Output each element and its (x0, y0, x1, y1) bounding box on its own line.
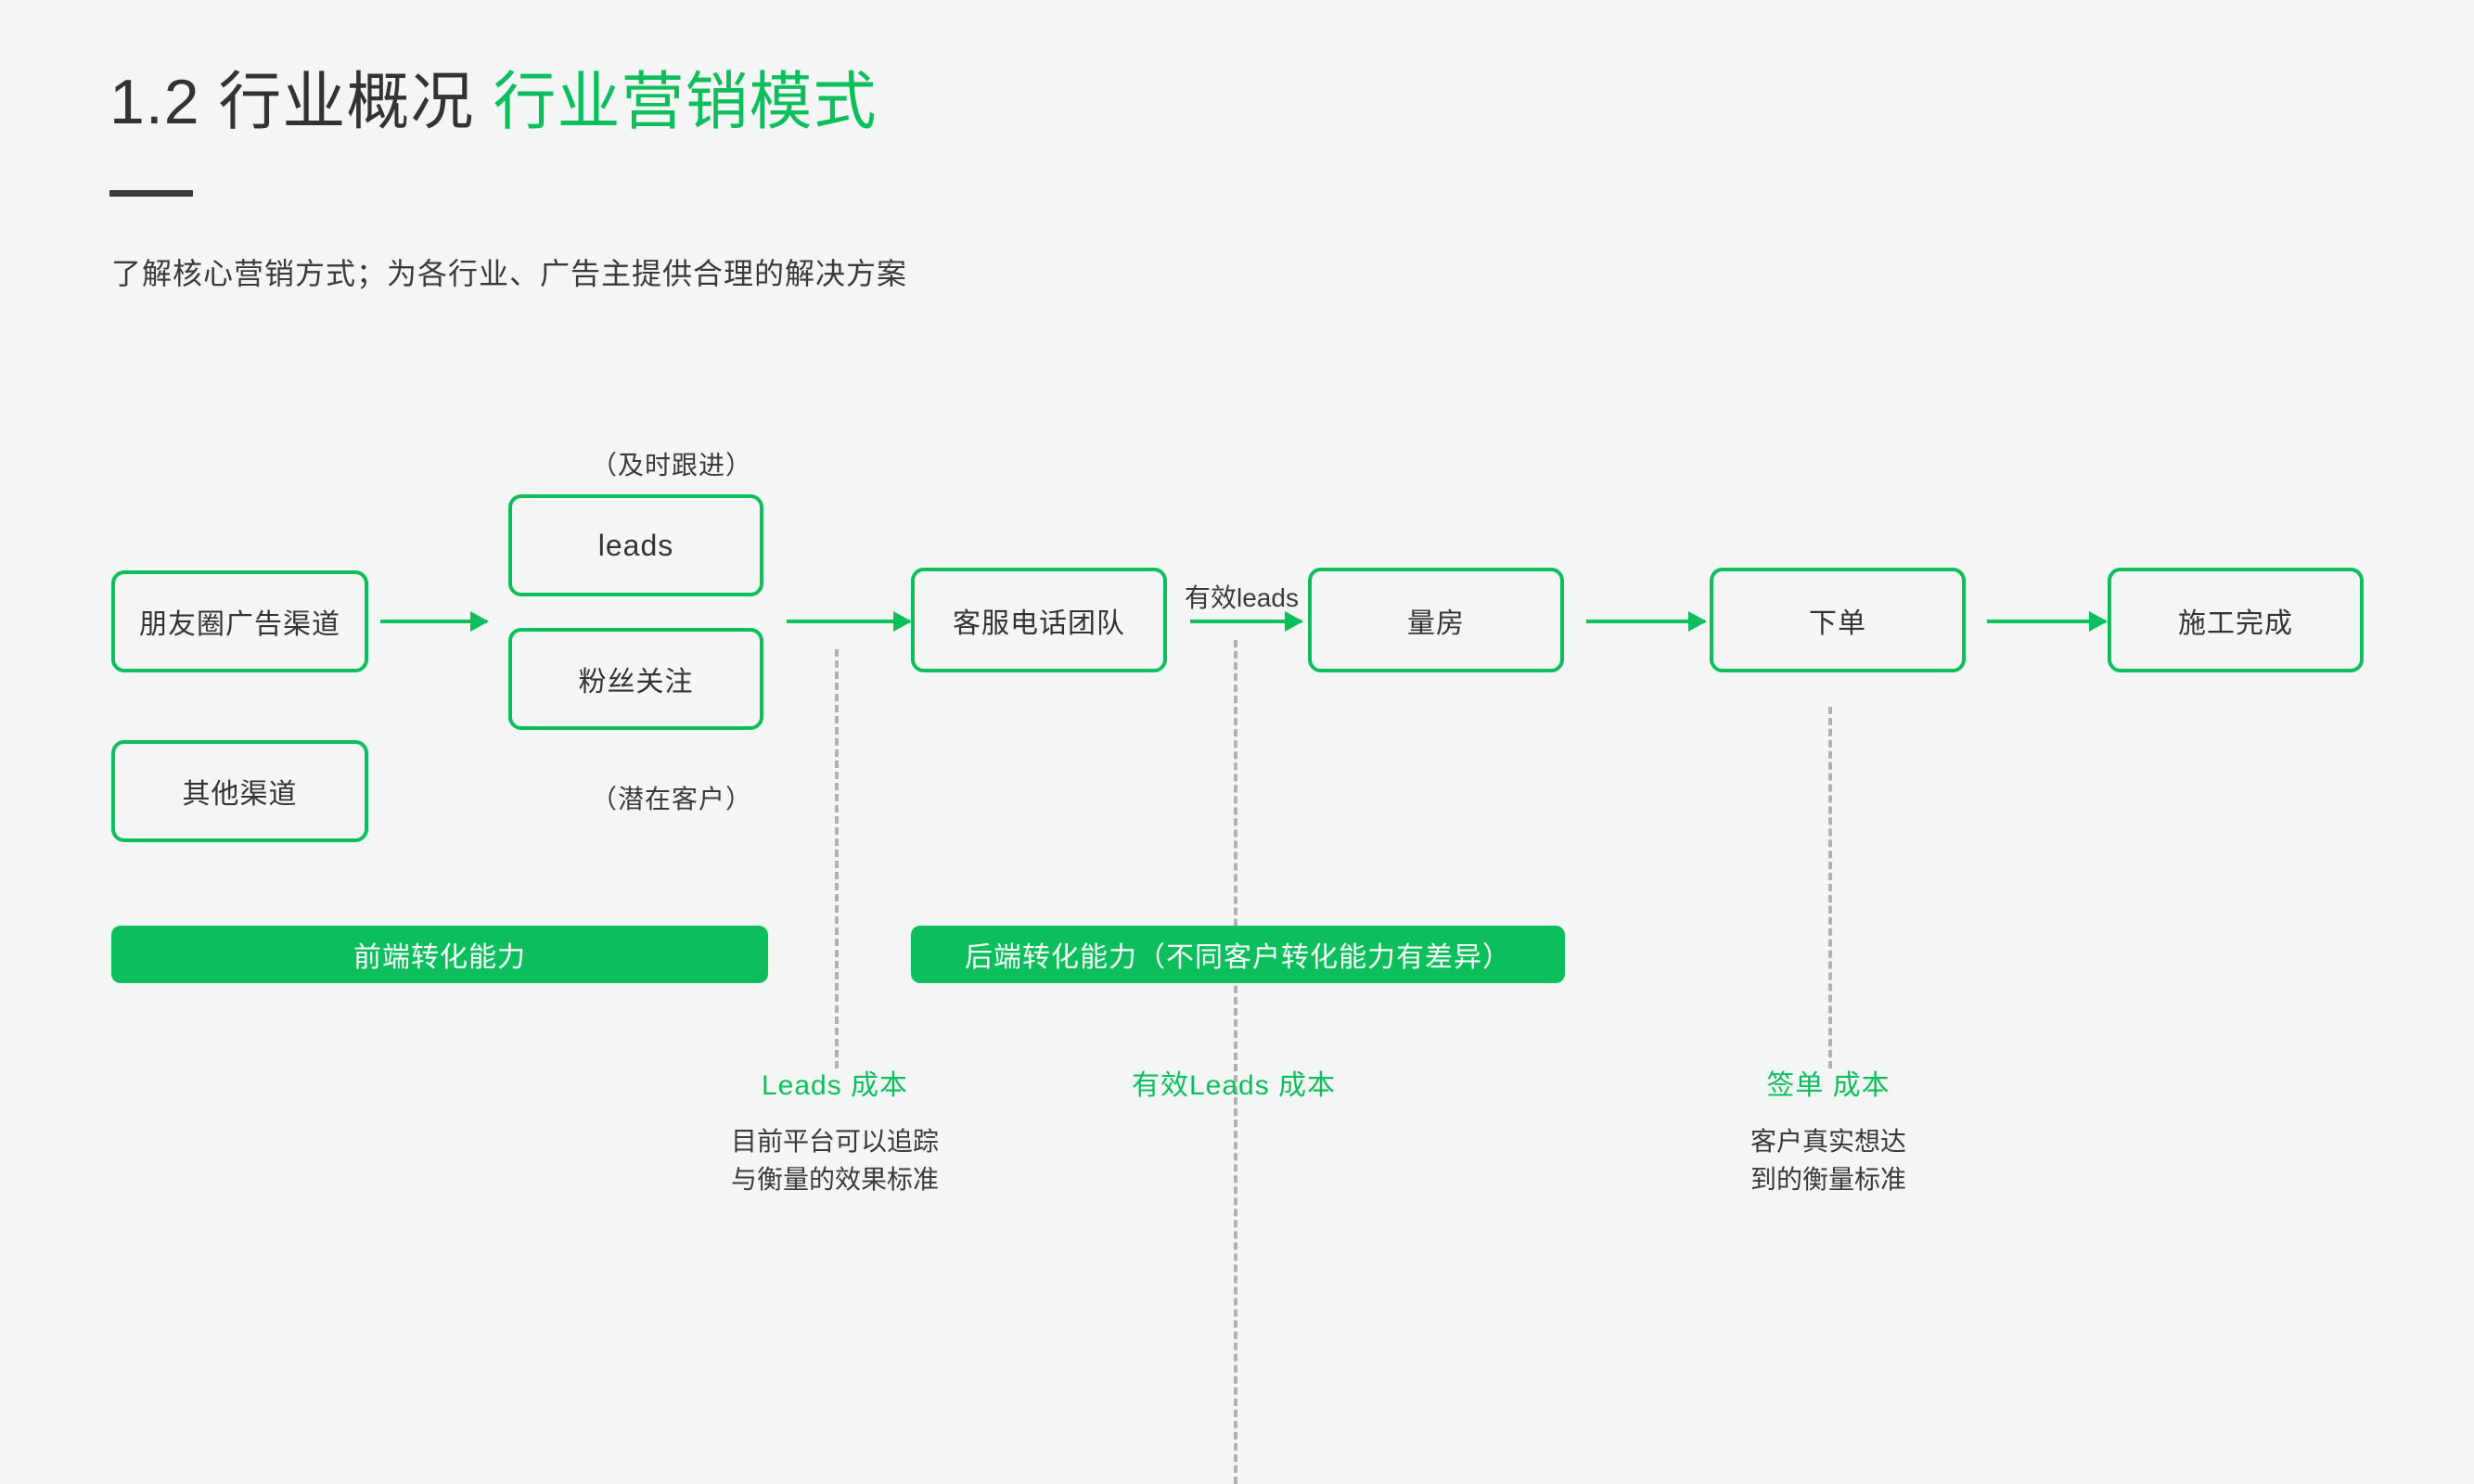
node-label: 量房 (1407, 608, 1465, 639)
page-title: 1.2 行业概况行业营销模式 (109, 65, 877, 141)
arrow-place-order-to-construction-complete (1987, 620, 2106, 623)
node-label: 客服电话团队 (953, 608, 1125, 639)
node-wechat-moments-ad-channel[interactable]: 朋友圈广告渠道 (111, 570, 368, 672)
arrow-channel-to-leads (380, 620, 487, 623)
note-line: 目前平台可以追踪 (730, 1127, 939, 1156)
node-label: 其他渠道 (182, 779, 298, 810)
note-signed-order-cost: 签单 成本 客户真实想达 到的衡量标准 (1643, 1062, 2014, 1198)
node-label: 施工完成 (2178, 608, 2293, 639)
banner-label: 前端转化能力 (353, 942, 526, 973)
node-leads[interactable]: leads (508, 494, 763, 596)
node-fans-follow[interactable]: 粉丝关注 (508, 628, 763, 730)
slide-root: 1.2 行业概况行业营销模式 了解核心营销方式；为各行业、广告主提供合理的解决方… (0, 0, 2474, 1391)
note-body: 客户真实想达 到的衡量标准 (1750, 1123, 1906, 1198)
node-construction-complete[interactable]: 施工完成 (2108, 568, 2364, 672)
page-subtitle: 了解核心营销方式；为各行业、广告主提供合理的解决方案 (111, 257, 908, 290)
banner-back-end-conversion[interactable]: 后端转化能力（不同客户转化能力有差异） (911, 926, 1565, 983)
page-title-accent: 行业营销模式 (493, 67, 878, 137)
dashed-guide-leads (835, 649, 839, 1068)
caption-above-leads: （及时跟进） (590, 451, 752, 480)
banner-front-end-conversion[interactable]: 前端转化能力 (111, 926, 768, 983)
title-underline-rule (109, 190, 193, 197)
note-title: 签单 成本 (1766, 1070, 1891, 1101)
note-valid-leads-cost: 有效Leads 成本 (1048, 1062, 1419, 1123)
arrow-leads-to-service-team (787, 620, 910, 623)
note-leads-cost: Leads 成本 目前平台可以追踪 与衡量的效果标准 (649, 1062, 1020, 1198)
node-service-phone-team[interactable]: 客服电话团队 (911, 568, 1167, 672)
caption-below-fans: （潜在客户） (590, 785, 752, 813)
banner-label: 后端转化能力（不同客户转化能力有差异） (965, 942, 1511, 973)
arrow-service-team-to-measure-room (1190, 620, 1301, 623)
note-title: Leads 成本 (761, 1070, 909, 1101)
arrow-measure-room-to-place-order (1586, 620, 1705, 623)
note-line: 到的衡量标准 (1750, 1164, 1906, 1194)
node-place-order[interactable]: 下单 (1710, 568, 1966, 672)
node-label: 粉丝关注 (578, 667, 694, 697)
note-body: 目前平台可以追踪 与衡量的效果标准 (731, 1123, 939, 1198)
marketing-flow-diagram: （及时跟进） 朋友圈广告渠道 其他渠道 leads 粉丝关注 （潜在客户） 客服… (0, 0, 2474, 1391)
note-line: 与衡量的效果标准 (730, 1164, 939, 1194)
node-other-channel[interactable]: 其他渠道 (111, 740, 368, 842)
node-measure-room[interactable]: 量房 (1308, 568, 1564, 672)
dashed-guide-valid-leads (1234, 640, 1237, 1484)
node-label: 下单 (1809, 608, 1866, 639)
edge-label-valid-leads: 有效leads (1185, 583, 1299, 612)
node-label: 朋友圈广告渠道 (139, 609, 340, 640)
note-line: 客户真实想达 (1750, 1127, 1906, 1156)
page-title-primary: 1.2 行业概况 (109, 67, 475, 137)
note-title: 有效Leads 成本 (1131, 1070, 1337, 1101)
node-label: leads (597, 528, 674, 562)
dashed-guide-signed-order (1828, 707, 1832, 1068)
